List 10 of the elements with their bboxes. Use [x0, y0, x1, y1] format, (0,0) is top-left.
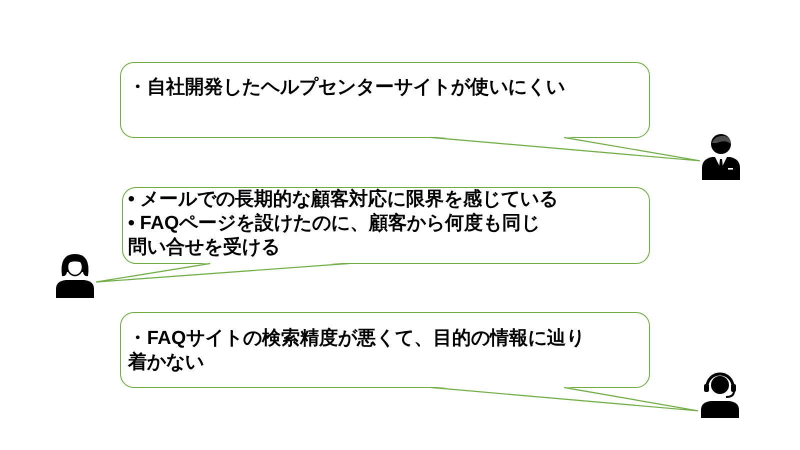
bubble-text: • メールでの長期的な顧客対応に限界を感じている [128, 188, 559, 212]
bubble-text: • FAQページを設けたのに、顧客から何度も同じ問い合せを受ける [128, 212, 541, 260]
bubble-tail [431, 136, 701, 162]
bubble-tail [95, 262, 350, 283]
bubble-tail [431, 386, 699, 412]
bubble-text: ・自社開発したヘルプセンターサイトが使いにくい [128, 76, 566, 100]
businessman-icon [700, 132, 742, 180]
woman-icon [54, 251, 96, 298]
headset-person-icon [698, 370, 742, 418]
bubble-text: ・FAQサイトの検索精度が悪くて、目的の情報に辿り着かない [128, 327, 586, 375]
